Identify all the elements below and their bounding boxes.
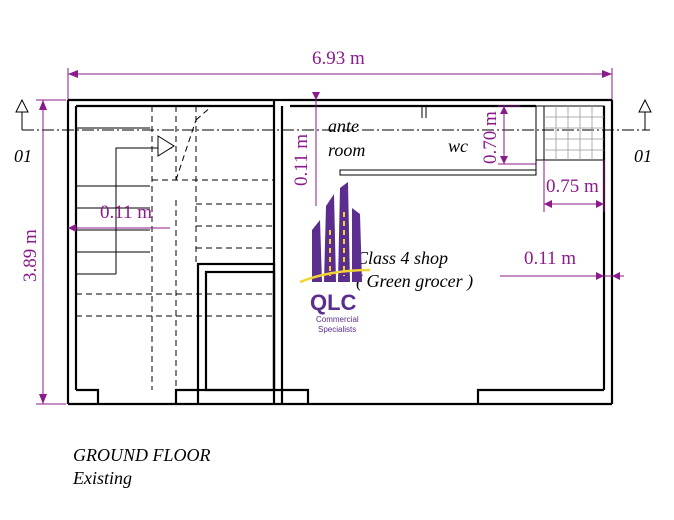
overall-width-dimension [67, 68, 613, 100]
window-grid [535, 105, 605, 175]
stair-area [76, 105, 276, 392]
section-marker-left: 01 [14, 146, 32, 166]
shop-label-line1: Class 4 shop [356, 248, 448, 268]
section-marker-right: 01 [634, 146, 652, 166]
logo-tagline-2: Specialists [318, 325, 356, 334]
buildings-icon [299, 182, 371, 284]
wc-label: wc [448, 136, 468, 156]
wc-depth-dimension [498, 105, 536, 165]
partition-wall [272, 98, 284, 390]
room-label: room [328, 140, 365, 160]
shop-label-line2: ( Green grocer ) [356, 271, 473, 292]
window-width-dimension [543, 160, 605, 212]
logo-tagline-1: Commercial [316, 315, 359, 324]
stair-wall-label: 0.11 m [100, 202, 152, 223]
ante-label: ante [328, 116, 359, 136]
window-width-label: 0.75 m [546, 176, 599, 197]
stair-wall-dimension [68, 224, 170, 232]
overall-depth-label: 3.89 m [20, 229, 41, 282]
logo-name: QLC [310, 290, 357, 315]
plan-subtitle: Existing [72, 468, 132, 488]
plan-title: GROUND FLOOR [73, 445, 211, 465]
overall-depth-dimension [36, 99, 66, 405]
partition-wall-label: 0.11 m [291, 134, 312, 186]
overall-width-label: 6.93 m [312, 48, 365, 69]
side-wall-dimension [500, 272, 624, 280]
side-wall-label: 0.11 m [524, 248, 576, 269]
qlc-logo: QLC Commercial Specialists [299, 182, 371, 334]
section-line [15, 98, 652, 131]
partition-wall-dimension [312, 92, 320, 206]
wc-partition [339, 106, 537, 176]
wc-depth-label: 0.70 m [480, 111, 501, 164]
